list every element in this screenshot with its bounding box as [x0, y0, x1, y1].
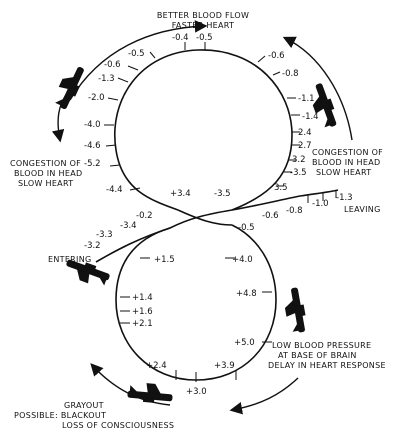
caption-right-line1: CONGESTION OF — [312, 148, 383, 157]
g-value: -3.5 — [290, 168, 307, 178]
caption-top-line1: BETTER BLOOD FLOW — [157, 11, 249, 20]
caption-left-line2: BLOOD IN HEAD — [14, 169, 82, 178]
lower-loop — [115, 209, 277, 381]
g-value: -0.4 — [172, 33, 189, 43]
g-value: +3.4 — [170, 189, 191, 199]
g-value: 3.5 — [274, 183, 288, 193]
g-value: -1.1 — [298, 94, 315, 104]
g-value: +3.9 — [214, 361, 235, 371]
g-value: -1.3 — [98, 74, 115, 84]
g-value: -4.4 — [106, 185, 123, 195]
caption-left-line1: CONGESTION OF — [10, 159, 81, 168]
g-value: -4.0 — [84, 120, 101, 130]
g-value: +5.0 — [234, 338, 255, 348]
g-value: -0.8 — [282, 69, 299, 79]
bottom-right-direction-arrow — [229, 377, 299, 415]
g-value: -1.3 — [336, 193, 353, 203]
g-value: 2.7 — [298, 141, 312, 151]
g-value: +2.1 — [132, 319, 153, 329]
g-value: -3.5 — [214, 189, 231, 199]
top-right-direction-arrow — [282, 36, 353, 141]
g-value: -0.5 — [238, 223, 255, 233]
upper-loop — [114, 49, 293, 211]
g-value: -4.6 — [84, 141, 101, 151]
caption-left-line3: SLOW HEART — [18, 179, 73, 188]
entering-path — [95, 227, 171, 263]
caption-grayout-line1: GRAYOUT — [64, 401, 104, 410]
g-value: -0.6 — [262, 211, 279, 221]
g-value: +2.4 — [146, 361, 167, 371]
caption-grayout-line3: LOSS OF CONSCIOUSNESS — [62, 421, 174, 430]
g-value: +1.5 — [154, 255, 175, 265]
caption-entering: ENTERING — [48, 255, 91, 264]
g-value: +1.4 — [132, 293, 153, 303]
g-value: 2.4 — [298, 128, 312, 138]
g-value: -1.4 — [302, 112, 319, 122]
g-value: -3.4 — [120, 221, 137, 231]
g-value: -0.6 — [104, 60, 121, 70]
g-value: -2.0 — [88, 93, 105, 103]
g-value: -1.0 — [312, 199, 329, 209]
g-value: -0.5 — [196, 33, 213, 43]
g-value: -0.8 — [286, 206, 303, 216]
g-value: +1.6 — [132, 307, 153, 317]
g-value: -5.2 — [84, 159, 101, 169]
leaving-path — [231, 189, 339, 211]
g-value: +3.0 — [186, 387, 207, 397]
flight-path-loop — [95, 49, 339, 381]
g-value: -3.2 — [84, 241, 101, 251]
caption-right-line2: BLOOD IN HEAD — [312, 158, 380, 167]
g-value: -0.6 — [268, 51, 285, 61]
value-ticks — [104, 42, 337, 382]
aircraft-icon-bottom — [127, 381, 174, 405]
g-value: 3.2 — [292, 155, 306, 165]
caption-low-line2: AT BASE OF BRAIN — [278, 351, 357, 360]
g-value: +4.0 — [232, 255, 253, 265]
aircraft-icon-upper-left — [51, 62, 88, 111]
caption-top-line2: FASTER HEART — [172, 21, 234, 30]
g-value: -3.3 — [96, 230, 113, 240]
caption-leaving: LEAVING — [344, 205, 381, 214]
g-value: +4.8 — [236, 289, 257, 299]
top-direction-arrow — [69, 20, 208, 101]
crossover — [177, 209, 233, 226]
g-value: -0.5 — [128, 49, 145, 59]
g-value-labels: -0.4 -0.5 -0.5 -0.6 -1.3 -2.0 -4.0 -4.6 … — [84, 33, 353, 397]
caption-right-line3: SLOW HEART — [316, 168, 371, 177]
caption-low-line1: LOW BLOOD PRESSURE — [272, 341, 371, 350]
aircraft-icon-upper-right — [306, 81, 340, 131]
caption-grayout-line2: POSSIBLE: BLACKOUT — [14, 411, 106, 420]
aircraft-icon-lower-right — [281, 286, 309, 335]
g-value: -0.2 — [136, 211, 153, 221]
caption-low-line3: DELAY IN HEART RESPONSE — [268, 361, 386, 370]
